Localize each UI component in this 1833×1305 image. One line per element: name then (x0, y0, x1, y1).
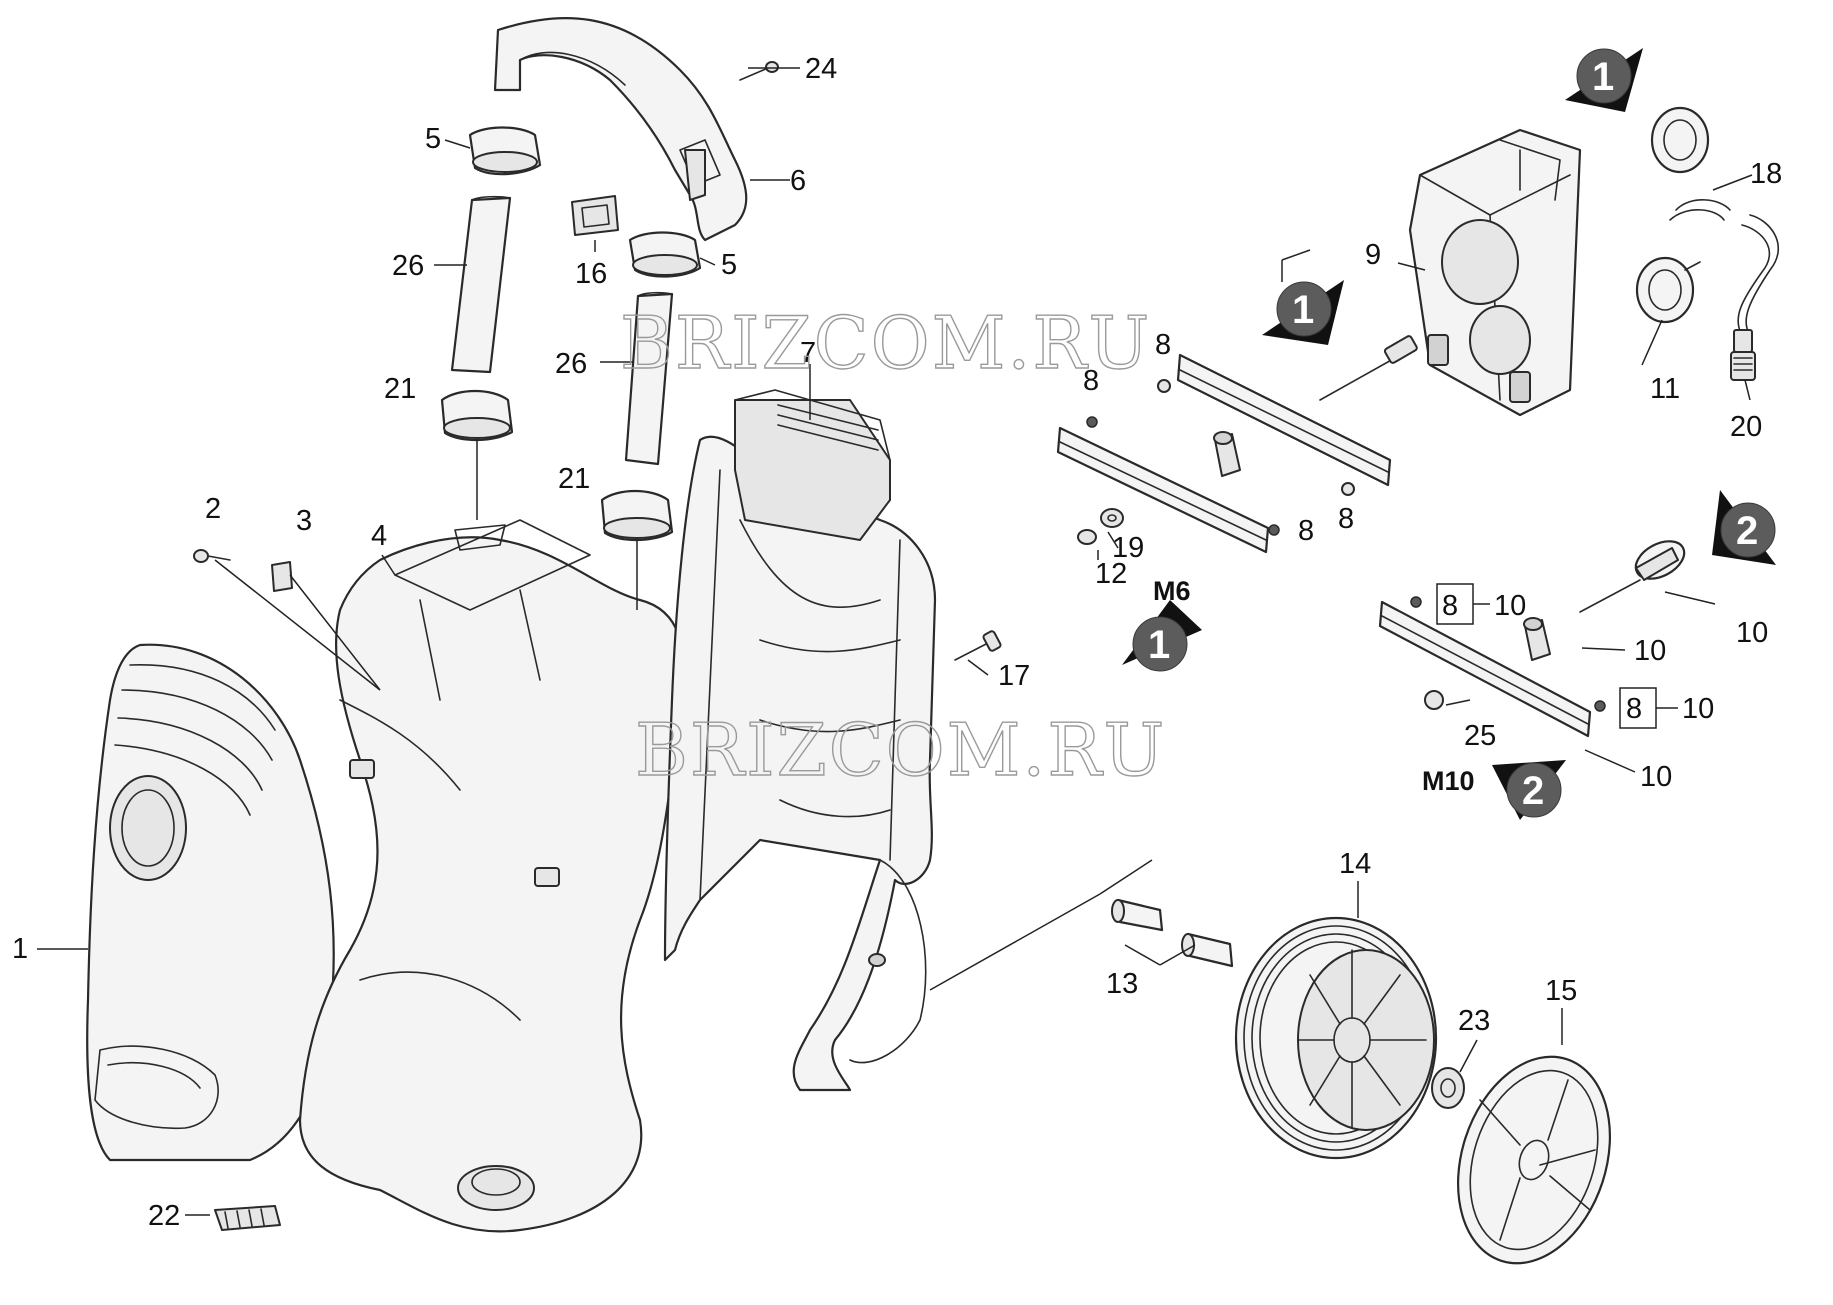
callout-14: 14 (1339, 848, 1371, 880)
rail-upper (1056, 353, 1392, 554)
tube-part-26-right (624, 291, 674, 466)
callout-16: 16 (575, 258, 607, 290)
grommet-part-21-right (600, 490, 674, 542)
callout-18: 18 (1750, 158, 1782, 190)
callout-26-right: 26 (555, 348, 587, 380)
callout-11: 11 (1650, 373, 1680, 405)
callout-13: 13 (1106, 968, 1138, 1000)
bracket-boxes (1436, 583, 1716, 773)
callout-24: 24 (805, 53, 837, 85)
hose-part-18 (1669, 199, 1780, 336)
callout-21-right: 21 (558, 463, 590, 495)
cap-part-5-upper (468, 126, 542, 176)
badge-2-right-number: 2 (1736, 509, 1758, 553)
watermark-top: BRIZCOM.RU (620, 301, 1151, 385)
assembly-badge-1-top: 1 (1565, 48, 1643, 112)
knob-bolt-part-10 (1579, 540, 1686, 613)
callout-12: 12 (1095, 558, 1127, 590)
rail-lower-part-10 (1378, 596, 1606, 738)
adapter-part-11 (1635, 256, 1701, 324)
callout-22: 22 (148, 1200, 180, 1232)
thread-label-m6: M6 (1153, 576, 1191, 606)
frame-part-7 (663, 389, 937, 1092)
callout-7: 7 (800, 337, 816, 369)
callout-5-lower: 5 (721, 249, 737, 281)
callout-10-a: 10 (1494, 590, 1526, 622)
badge-1-m6-number: 1 (1148, 623, 1170, 667)
nut-part-3 (271, 561, 293, 592)
callout-15: 15 (1545, 975, 1577, 1007)
foot-part-22 (214, 1205, 281, 1231)
assembly-badge-1-m6: 1 (1122, 600, 1202, 672)
callout-8-f: 8 (1626, 693, 1642, 725)
clip-part-16 (571, 195, 619, 236)
grommet-part-21-left (440, 390, 514, 442)
nut-part-12 (1077, 529, 1097, 545)
callout-10-e: 10 (1640, 761, 1672, 793)
badge-1-top-number: 1 (1592, 55, 1614, 99)
callout-6: 6 (790, 165, 806, 197)
handle-part-6 (493, 17, 748, 242)
bolt-part-17 (954, 630, 1002, 661)
screw-part-24 (739, 61, 779, 81)
callout-10-c: 10 (1634, 635, 1666, 667)
hubcap-part-15 (1456, 1055, 1612, 1265)
tube-part-26-left (450, 195, 512, 374)
long-bolt-rod (1319, 335, 1418, 401)
callout-21-left: 21 (384, 373, 416, 405)
leader-lines (37, 67, 1753, 1216)
callout-10-d: 10 (1682, 693, 1714, 725)
callout-23: 23 (1458, 1005, 1490, 1037)
axle-sleeves-part-13 (1111, 898, 1234, 968)
washer-part-19 (1100, 508, 1124, 528)
callout-4: 4 (371, 520, 387, 552)
callout-8-a: 8 (1155, 329, 1171, 361)
callout-8-d: 8 (1298, 515, 1314, 547)
callout-9: 9 (1365, 239, 1381, 271)
assembly-badge-2-m10: 2 (1492, 760, 1566, 820)
assembly-badge-1-middle: 1 (1262, 280, 1344, 345)
callout-26-left: 26 (392, 250, 424, 282)
wheel-part-14 (1234, 916, 1438, 1160)
badge-2-m10-number: 2 (1522, 769, 1544, 813)
rear-housing-part-4 (298, 519, 685, 1233)
callout-19: 19 (1112, 532, 1144, 564)
cap-part-upper-small (1650, 106, 1710, 174)
callout-17: 17 (998, 660, 1030, 692)
assembly-badge-2-right: 2 (1712, 490, 1776, 565)
callout-8-c: 8 (1338, 503, 1354, 535)
callout-3: 3 (296, 505, 312, 537)
pump-bracket-part-9 (1408, 128, 1582, 417)
thread-label-m10: M10 (1422, 766, 1475, 796)
cap-part-5-lower (628, 231, 702, 278)
spacer-part-10 (1523, 617, 1551, 661)
callout-5-upper: 5 (425, 123, 441, 155)
nut-part-23 (1431, 1067, 1465, 1109)
callout-labels: 1 2 3 4 5 5 6 7 8 8 8 8 8 8 9 10 10 10 1… (12, 53, 1782, 1232)
connector-part-20 (1730, 329, 1756, 381)
spacer-part-19-rod (1213, 431, 1241, 477)
callout-20: 20 (1730, 411, 1762, 443)
callout-2: 2 (205, 493, 221, 525)
callout-8-b: 8 (1083, 365, 1099, 397)
watermark-middle: BRIZCOM.RU (635, 708, 1166, 792)
callout-25: 25 (1464, 720, 1496, 752)
callout-10-b: 10 (1736, 617, 1768, 649)
badge-1-middle-number: 1 (1292, 288, 1314, 332)
callout-8-e: 8 (1442, 590, 1458, 622)
callout-1: 1 (12, 933, 28, 965)
washer-group-part-8 (1086, 379, 1355, 536)
screw-part-2 (193, 549, 231, 563)
front-cover-part-1 (86, 643, 335, 1162)
